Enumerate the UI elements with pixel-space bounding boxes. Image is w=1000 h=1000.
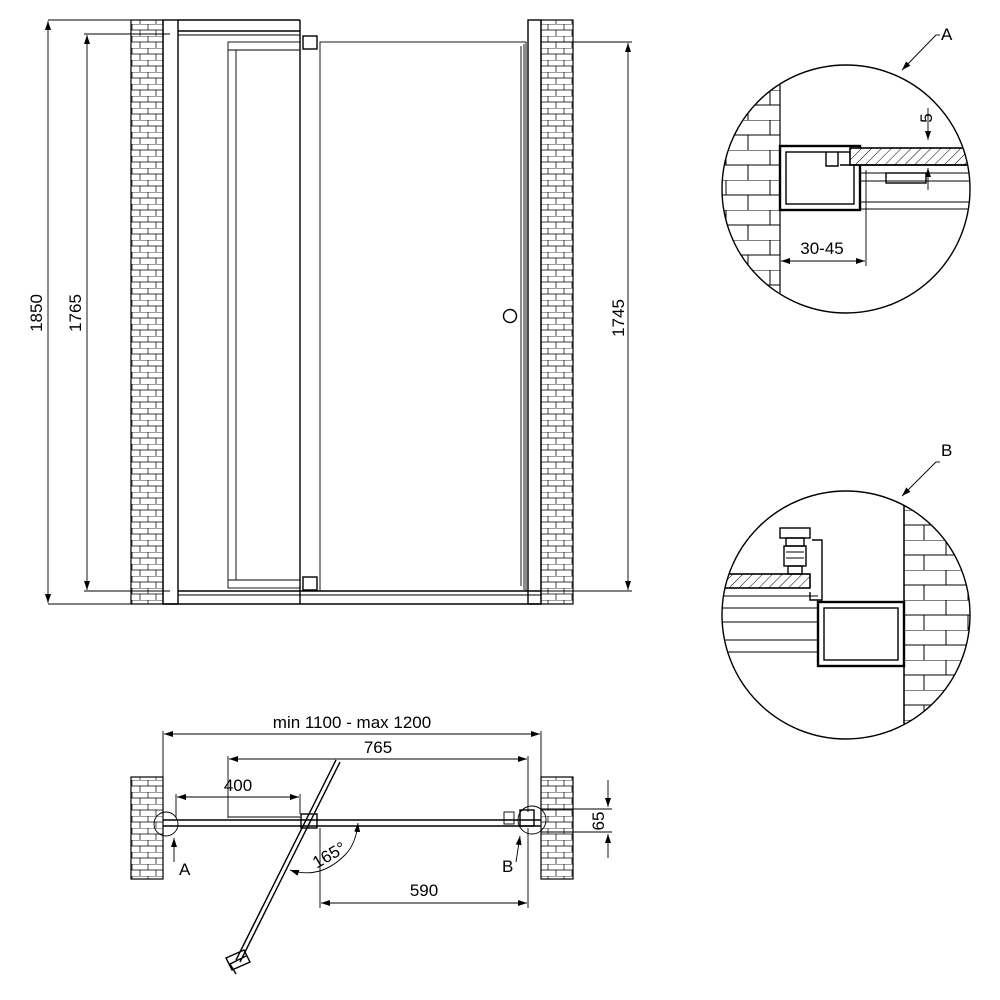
detail-a-adjust-dim: 30-45 <box>800 239 843 258</box>
dimension-overall: min 1100 - max 1200 <box>162 713 542 777</box>
door-panel <box>299 20 527 604</box>
top-hinge <box>302 35 318 50</box>
right-wall <box>540 19 574 605</box>
door-knob <box>502 308 518 324</box>
dimension-65: 65 <box>541 780 612 858</box>
plan-view: 165° min 1100 - max 1200 765 400 590 <box>130 713 612 975</box>
detail-b: B <box>721 441 971 740</box>
plan-panels <box>163 809 541 829</box>
dimension-1765: 1765 <box>66 33 170 592</box>
detail-a-label: A <box>941 25 953 44</box>
dimension-765: 765 <box>227 738 529 818</box>
dimension-1745: 1745 <box>541 41 632 592</box>
front-view: 1850 1765 1745 <box>27 19 632 605</box>
dim-fixed-height: 1765 <box>66 294 85 332</box>
dim-total-height: 1850 <box>27 294 46 332</box>
left-wall <box>130 19 164 605</box>
plan-marker-b: B <box>502 805 547 876</box>
plan-dim-overall: min 1100 - max 1200 <box>273 713 431 732</box>
plan-dim-65: 65 <box>589 812 608 831</box>
shower-frame <box>162 19 542 605</box>
dim-door-height: 1745 <box>609 299 628 337</box>
fixed-panel <box>227 41 301 589</box>
plan-marker-b-label: B <box>502 857 513 876</box>
plan-dim-765: 765 <box>364 738 392 757</box>
plan-marker-a: A <box>153 811 191 879</box>
dimension-590: 590 <box>319 828 529 908</box>
plan-right-wall <box>540 776 574 880</box>
detail-b-label: B <box>941 441 952 460</box>
plan-dim-400: 400 <box>224 776 252 795</box>
plan-dim-590: 590 <box>410 881 438 900</box>
dimension-400: 400 <box>175 776 301 818</box>
dimension-1850: 1850 <box>27 19 131 605</box>
plan-left-wall <box>130 776 164 880</box>
plan-marker-a-label: A <box>179 860 191 879</box>
bottom-hinge <box>302 576 318 591</box>
detail-a: 5 30-45 A <box>721 25 971 314</box>
detail-a-gap-dim: 5 <box>917 113 936 122</box>
